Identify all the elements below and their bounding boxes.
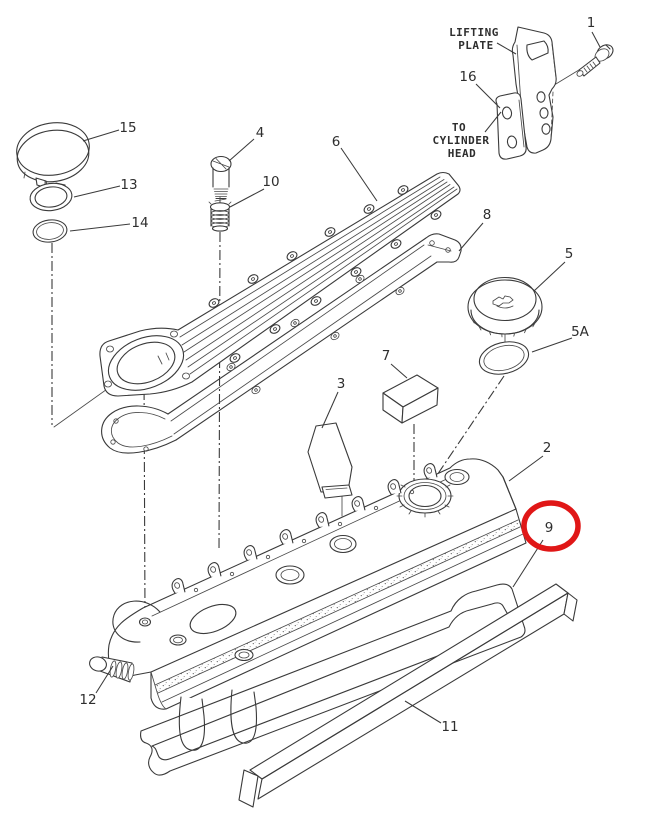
callout-16[interactable]: 16: [459, 69, 476, 85]
cover-plate-gasket: [101, 233, 462, 454]
lifting-plate-bolt: [576, 44, 614, 77]
base-rail-seal: [238, 583, 578, 808]
leader-lines: [69, 31, 601, 724]
callout-9[interactable]: 9: [545, 520, 554, 536]
callout-7[interactable]: 7: [382, 348, 391, 364]
elbow-fitting: [89, 656, 135, 683]
callout-14[interactable]: 14: [131, 215, 148, 231]
highlight-ellipse: [521, 500, 581, 552]
callout-15[interactable]: 15: [119, 120, 136, 136]
callout-4[interactable]: 4: [256, 125, 265, 141]
breather-mesh: [307, 422, 353, 499]
seal-ring-14: [32, 219, 68, 243]
lifting-plate-label-line1: LIFTING: [449, 26, 499, 39]
to-cylinder-head-label-line3: HEAD: [448, 147, 477, 160]
dome-cap: [16, 122, 90, 193]
cover-screw: [210, 155, 232, 200]
oil-filler-cap: [467, 276, 543, 338]
filler-cap-o-ring: [478, 341, 530, 375]
callout-8[interactable]: 8: [483, 207, 492, 223]
ribbed-cover-plate: [99, 171, 461, 397]
callout-13[interactable]: 13: [120, 177, 137, 193]
callout-3[interactable]: 3: [337, 376, 346, 392]
screw-isolator: [208, 196, 232, 232]
lifting-plate-label-line2: PLATE: [458, 39, 494, 52]
to-cylinder-head-label-line1: TO: [452, 121, 466, 134]
callout-5[interactable]: 5: [565, 246, 574, 262]
mounting-strap: [495, 92, 527, 160]
connector-box: [382, 374, 439, 424]
valve-cover: [107, 458, 527, 751]
callout-1[interactable]: 1: [587, 15, 596, 31]
to-cylinder-head-label-line2: CYLINDER: [433, 134, 490, 147]
seal-ring-13: [29, 182, 73, 212]
callout-10[interactable]: 10: [262, 174, 279, 190]
callout-12[interactable]: 12: [79, 692, 96, 708]
callout-2[interactable]: 2: [543, 440, 552, 456]
callout-11[interactable]: 11: [441, 719, 458, 735]
callout-6[interactable]: 6: [332, 134, 341, 150]
callout-5a[interactable]: 5A: [571, 324, 590, 340]
